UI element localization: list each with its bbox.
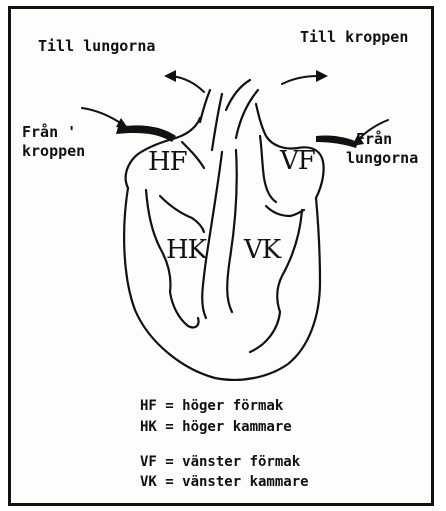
left-atrium-inner bbox=[260, 136, 276, 202]
label-till-lungorna: Till lungorna bbox=[38, 38, 155, 55]
chamber-hk: HK bbox=[166, 236, 206, 264]
arrowhead-out-right bbox=[316, 70, 328, 82]
label-till-kroppen: Till kroppen bbox=[300, 29, 408, 46]
label-fran-kroppen-1: Från ' bbox=[22, 124, 76, 141]
mitral-valve bbox=[266, 206, 304, 216]
label-fran-lungorna-1: Från bbox=[356, 131, 392, 148]
arrow-out-left bbox=[172, 76, 204, 92]
arrow-in-left bbox=[82, 108, 122, 124]
arrowhead-out-left bbox=[164, 70, 176, 82]
arrow-out-right bbox=[282, 76, 318, 84]
legend-vf: VF = vänster förmak bbox=[140, 454, 300, 471]
arrowhead-in-left bbox=[116, 118, 128, 128]
chamber-vk: VK bbox=[244, 236, 280, 264]
legend-hk: HK = höger kammare bbox=[140, 419, 292, 436]
label-fran-kroppen-2: kroppen bbox=[22, 143, 85, 160]
aorta-right bbox=[236, 90, 258, 138]
pulmonary-vein bbox=[316, 135, 358, 148]
pulmonary-artery-left bbox=[200, 90, 210, 122]
pulmonary-artery-right bbox=[212, 94, 222, 150]
chamber-vf: VF bbox=[280, 147, 315, 175]
legend-vk: VK = vänster kammare bbox=[140, 474, 309, 491]
vena-cava-superior bbox=[116, 125, 176, 142]
label-fran-lungorna-2: lungorna bbox=[346, 150, 418, 167]
legend-hf: HF = höger förmak bbox=[140, 398, 283, 415]
chamber-hf: HF bbox=[148, 148, 187, 176]
left-ventricle-wall bbox=[250, 210, 302, 352]
tricuspid-valve bbox=[160, 196, 204, 232]
septum-right bbox=[227, 150, 237, 312]
